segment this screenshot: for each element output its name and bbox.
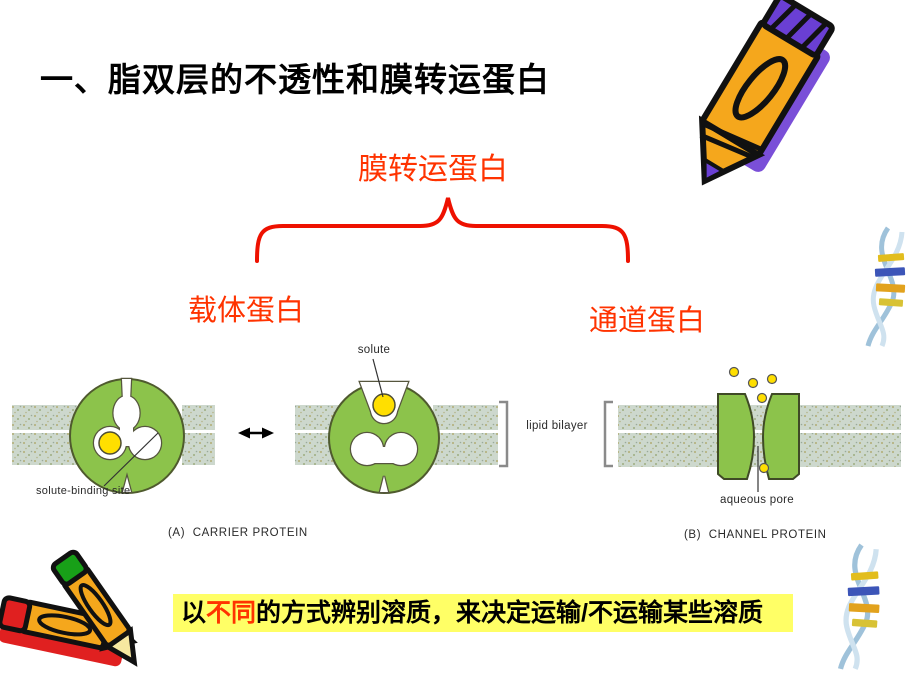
bracket-left-b xyxy=(603,400,613,468)
binding-site-leader-line xyxy=(103,432,159,487)
membrane-bilayer-b xyxy=(618,405,901,467)
solute-ball xyxy=(98,431,122,455)
callout-bar: 以不同的方式辨别溶质，来决定运输/不运输某些溶质 xyxy=(173,594,793,632)
carrier-protein-state2 xyxy=(328,380,440,494)
channel-solute-dots xyxy=(728,366,778,474)
solute-leader-line xyxy=(372,358,384,398)
dna-helix-icon xyxy=(868,228,905,346)
label-membrane-transport-protein: 膜转运蛋白 xyxy=(358,153,508,186)
page-title: 一、脂双层的不透性和膜转运蛋白 xyxy=(40,61,550,98)
figure-caption-channel-protein: (B) CHANNEL PROTEIN xyxy=(684,529,827,541)
label-carrier-protein: 载体蛋白 xyxy=(188,295,305,327)
double-arrow xyxy=(238,427,274,439)
figure-label-lipid-bilayer: lipid bilayer xyxy=(526,420,588,432)
callout-suffix: 的方式辨别溶质，来决定运输/不运输某些溶质 xyxy=(256,599,763,627)
bracket-right-a xyxy=(499,400,509,468)
solute-ball xyxy=(372,393,396,417)
figure-label-aqueous-pore: aqueous pore xyxy=(720,494,794,506)
callout-prefix: 以 xyxy=(181,599,207,627)
carrier-protein-state1 xyxy=(69,377,185,494)
figure-label-solute: solute xyxy=(357,344,391,356)
label-channel-protein: 通道蛋白 xyxy=(589,305,706,337)
brace xyxy=(255,197,630,263)
crayon-icon xyxy=(698,0,835,186)
crossed-crayons-icon xyxy=(0,549,138,667)
figure-caption-carrier-protein: (A) CARRIER PROTEIN xyxy=(168,527,308,539)
dna-helix-icon xyxy=(841,545,880,669)
callout-highlight: 不同 xyxy=(206,599,257,627)
channel-protein xyxy=(717,393,800,480)
figure-label-solute-binding-site: solute-binding site xyxy=(36,485,131,497)
